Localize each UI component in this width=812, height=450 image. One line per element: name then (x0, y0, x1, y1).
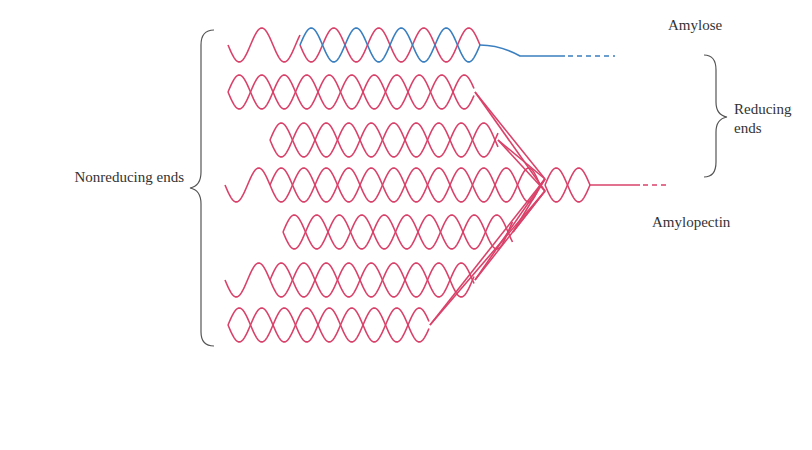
amylopectin-strand (545, 168, 590, 202)
helix-strands (225, 28, 668, 342)
amylose-label: Amylose (668, 16, 758, 35)
amylopectin-strand (643, 184, 668, 186)
branch-line (475, 92, 545, 191)
branch-line (475, 92, 545, 179)
amylopectin-strand (228, 308, 429, 342)
amylopectin-strand (270, 168, 540, 202)
branch-line (430, 179, 545, 325)
left-brace (190, 30, 214, 346)
amylopectin-strand (270, 168, 540, 202)
amylopectin-label: Amylopectin (652, 213, 772, 232)
amylose-strand (228, 28, 300, 62)
amylopectin-strand (270, 263, 474, 297)
amylopectin-strand (590, 184, 640, 186)
amylopectin-strand (225, 263, 270, 297)
amylose-strand (568, 55, 615, 57)
branch-line (498, 140, 545, 191)
right-brace (704, 55, 727, 177)
amylopectin-strand (228, 75, 474, 109)
amylopectin-strand (283, 215, 513, 249)
amylopectin-strand (283, 215, 513, 249)
amylose-strand (300, 28, 480, 62)
amylopectin-strand (270, 263, 474, 297)
nonreducing-ends-label: Nonreducing ends (60, 168, 184, 187)
amylopectin-strand (270, 123, 498, 157)
amylopectin-strand (228, 308, 429, 342)
reducing-ends-label: Reducing ends (734, 100, 806, 138)
branch-line (475, 179, 545, 280)
amylopectin-strand (225, 168, 270, 202)
amylose-strand (300, 28, 480, 62)
amylose-strand (480, 45, 565, 56)
branch-line (430, 191, 545, 325)
amylopectin-strand (270, 123, 498, 157)
amylopectin-strand (545, 168, 590, 202)
amylopectin-strand (228, 75, 474, 109)
branch-line (498, 140, 545, 179)
